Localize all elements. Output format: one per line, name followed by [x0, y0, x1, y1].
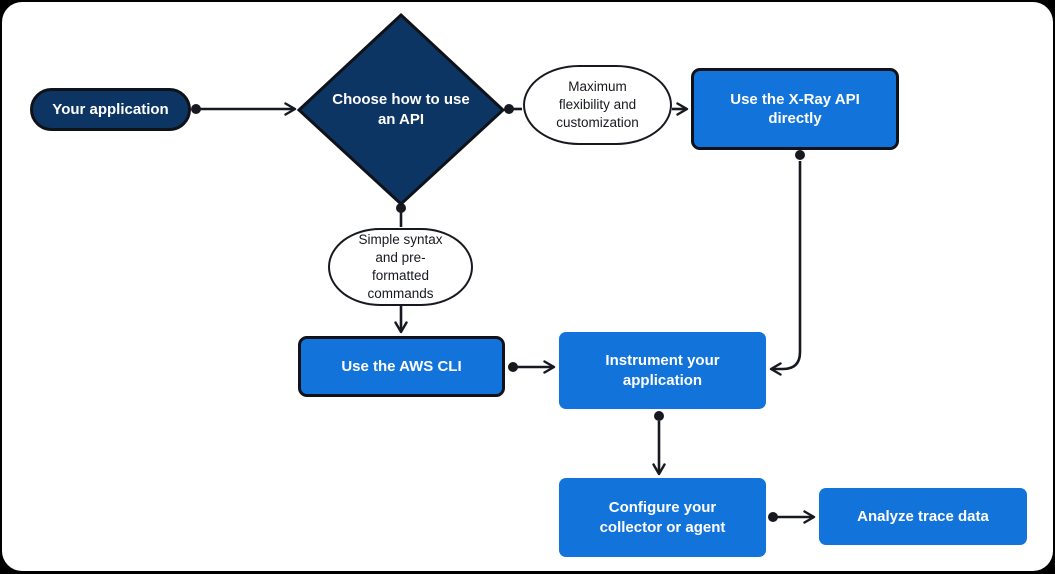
node-choose-api-text: Choose how to use an API [332, 90, 470, 128]
node-choose-api-label: Choose how to use an API [329, 84, 473, 136]
condition-maximum-flexibility: Maximum flexibility and customization [523, 65, 672, 145]
node-use-aws-cli-label: Use the AWS CLI [341, 357, 462, 375]
condition-simple-syntax-label: Simple syntax and pre-formatted commands [358, 232, 443, 301]
node-use-aws-cli: Use the AWS CLI [298, 336, 505, 397]
node-configure-collector-label: Configure your collector or agent [599, 499, 726, 536]
node-configure-collector: Configure your collector or agent [559, 478, 766, 557]
node-analyze-trace-data-label: Analyze trace data [857, 507, 989, 525]
node-instrument-application: Instrument your application [559, 332, 766, 409]
condition-simple-syntax: Simple syntax and pre-formatted commands [328, 228, 473, 306]
node-your-application-label: Your application [52, 101, 169, 118]
node-use-xray-api-label: Use the X-Ray API directly [730, 90, 860, 128]
condition-maximum-flexibility-label: Maximum flexibility and customization [556, 79, 639, 130]
node-use-xray-api: Use the X-Ray API directly [691, 68, 899, 150]
node-instrument-application-label: Instrument your application [605, 352, 720, 389]
node-analyze-trace-data: Analyze trace data [819, 488, 1027, 545]
node-your-application: Your application [30, 88, 191, 131]
